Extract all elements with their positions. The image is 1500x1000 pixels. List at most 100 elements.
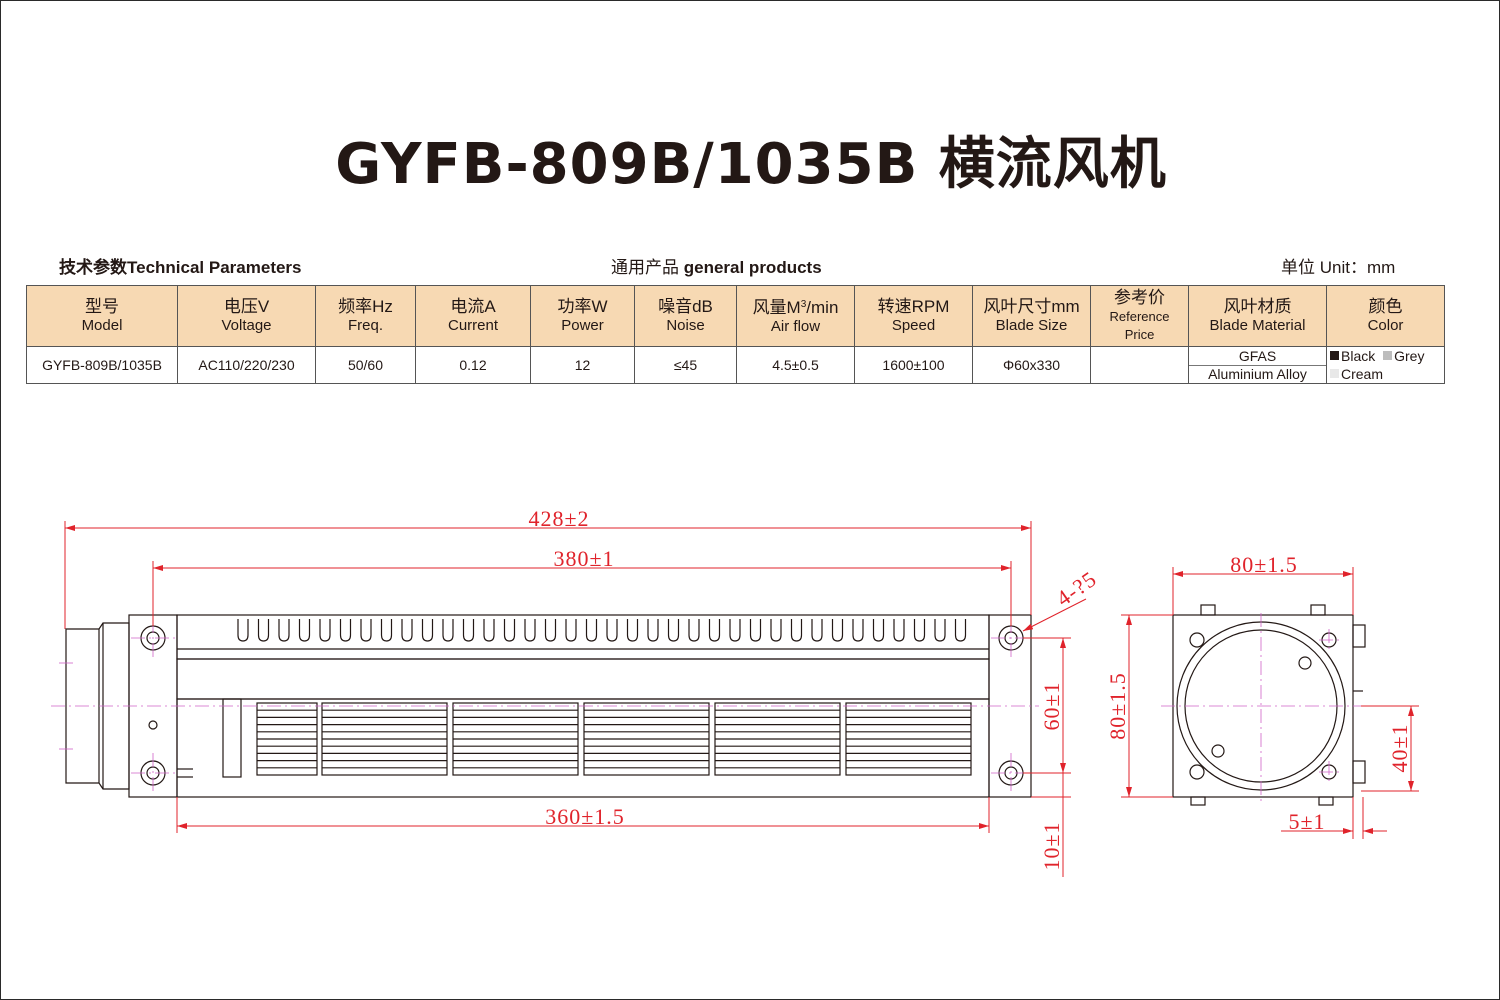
housing-top: [176, 614, 990, 660]
grille-slot: [585, 619, 598, 642]
grille-slot: [380, 619, 393, 642]
col-label-cn: 颜色: [1368, 296, 1403, 316]
dim-overall-length: 428±2: [528, 506, 589, 531]
col-label-en: Model: [81, 316, 123, 334]
col-label-cn: 风叶材质: [1223, 296, 1292, 316]
housing-bottom: [176, 698, 990, 798]
col-label-en2: Price: [1124, 326, 1155, 342]
grille-slot: [872, 619, 885, 642]
col-label-en: Power: [561, 316, 604, 334]
screw: [1189, 764, 1205, 780]
col-label-en: Voltage: [221, 316, 272, 334]
col-label-en: Color: [1367, 316, 1404, 334]
grille-slot: [339, 619, 352, 642]
blade-segments: [256, 702, 972, 776]
center-mark: [148, 720, 158, 730]
grille-slot: [237, 619, 249, 642]
grille-slot: [790, 619, 803, 642]
tab: [1318, 796, 1334, 806]
unit-cn: 单位: [1281, 258, 1315, 277]
cell-price: [1090, 346, 1189, 384]
table-row: GYFB-809B/1035B AC110/220/230 50/60 0.12…: [26, 346, 1445, 384]
tab: [1200, 604, 1216, 616]
screw: [1211, 744, 1225, 758]
col-label-cn: 电压V: [223, 296, 270, 316]
col-label-cn: 风量M: [752, 298, 801, 317]
col-label-cn: 转速RPM: [877, 296, 950, 316]
grey-swatch-icon: [1383, 351, 1393, 360]
screw: [1298, 656, 1312, 670]
grille-slot: [729, 619, 741, 642]
grille-slot: [626, 619, 639, 642]
grille-slot: [749, 619, 762, 642]
grille-slot: [503, 619, 516, 642]
cell-noise: ≤45: [634, 346, 737, 384]
material-aluminium: Aluminium Alloy: [1189, 364, 1326, 383]
grille-slot: [708, 619, 721, 642]
page-title: GYFB-809B/1035B 横流风机: [335, 132, 1167, 197]
col-label-en: Reference: [1109, 308, 1170, 324]
grille-slot: [893, 619, 905, 642]
screw: [1189, 632, 1205, 648]
color-grey: Grey: [1394, 348, 1425, 364]
end-dimensions: [1121, 567, 1419, 839]
grille-slot: [606, 619, 618, 642]
motor-plate: [222, 698, 242, 778]
col-label-en: Noise: [666, 316, 705, 334]
grille-slot: [360, 619, 372, 642]
grille-slot: [954, 619, 967, 642]
general-products-cn: 通用产品: [611, 258, 679, 277]
cell-freq: 50/60: [315, 346, 416, 384]
unit-en: Unit：mm: [1319, 258, 1396, 277]
col-label-cn: 型号: [85, 296, 119, 316]
grille-slot: [257, 619, 270, 642]
grille-slot: [934, 619, 946, 642]
dim-end-offset: 5±1: [1288, 809, 1325, 834]
end-center-lines: [1161, 613, 1373, 801]
grille-slot: [913, 619, 926, 642]
front-center-lines: [51, 619, 1039, 793]
col-label-en: Speed: [891, 316, 936, 334]
cell-speed: 1600±100: [854, 346, 973, 384]
grille-slot: [667, 619, 680, 642]
col-label-en: Air flow: [770, 318, 821, 335]
col-label-en: Blade Material: [1209, 316, 1306, 334]
black-swatch-icon: [1330, 351, 1339, 360]
dim-blade-length: 360±1.5: [545, 804, 625, 829]
col-label-en: Blade Size: [995, 316, 1068, 334]
grille-slot: [524, 619, 536, 642]
cell-color: Black Grey Cream: [1326, 346, 1445, 384]
col-label-en: Freq.: [347, 316, 383, 334]
tab: [1352, 760, 1366, 784]
dim-end-width: 80±1.5: [1230, 552, 1298, 577]
dim-end-hole-spacing: 40±1: [1387, 723, 1412, 772]
col-label-sup: 3: [800, 299, 807, 310]
col-label-cn: 电流A: [450, 296, 496, 316]
cell-blade-size: Φ60x330: [972, 346, 1091, 384]
grille-slot: [565, 619, 577, 642]
technical-parameters-cn: 技术参数: [59, 258, 127, 277]
dim-end-height: 80±1.5: [1105, 672, 1130, 740]
technical-parameters-label: 技术参数Technical Parameters: [59, 253, 302, 278]
leader-hole: [1022, 598, 1087, 632]
col-label-cn: 噪音dB: [658, 296, 713, 316]
grille-slot: [462, 619, 475, 642]
grille-slot: [442, 619, 454, 642]
dim-mount-pitch: 380±1: [553, 546, 614, 571]
grille-slot: [544, 619, 557, 642]
color-black: Black: [1341, 348, 1376, 364]
col-label-cn: 风叶尺寸mm: [983, 296, 1080, 316]
tab: [1352, 624, 1366, 648]
end-view: [1172, 604, 1366, 806]
grille-slot: [647, 619, 659, 642]
color-cream: Cream: [1341, 366, 1384, 382]
